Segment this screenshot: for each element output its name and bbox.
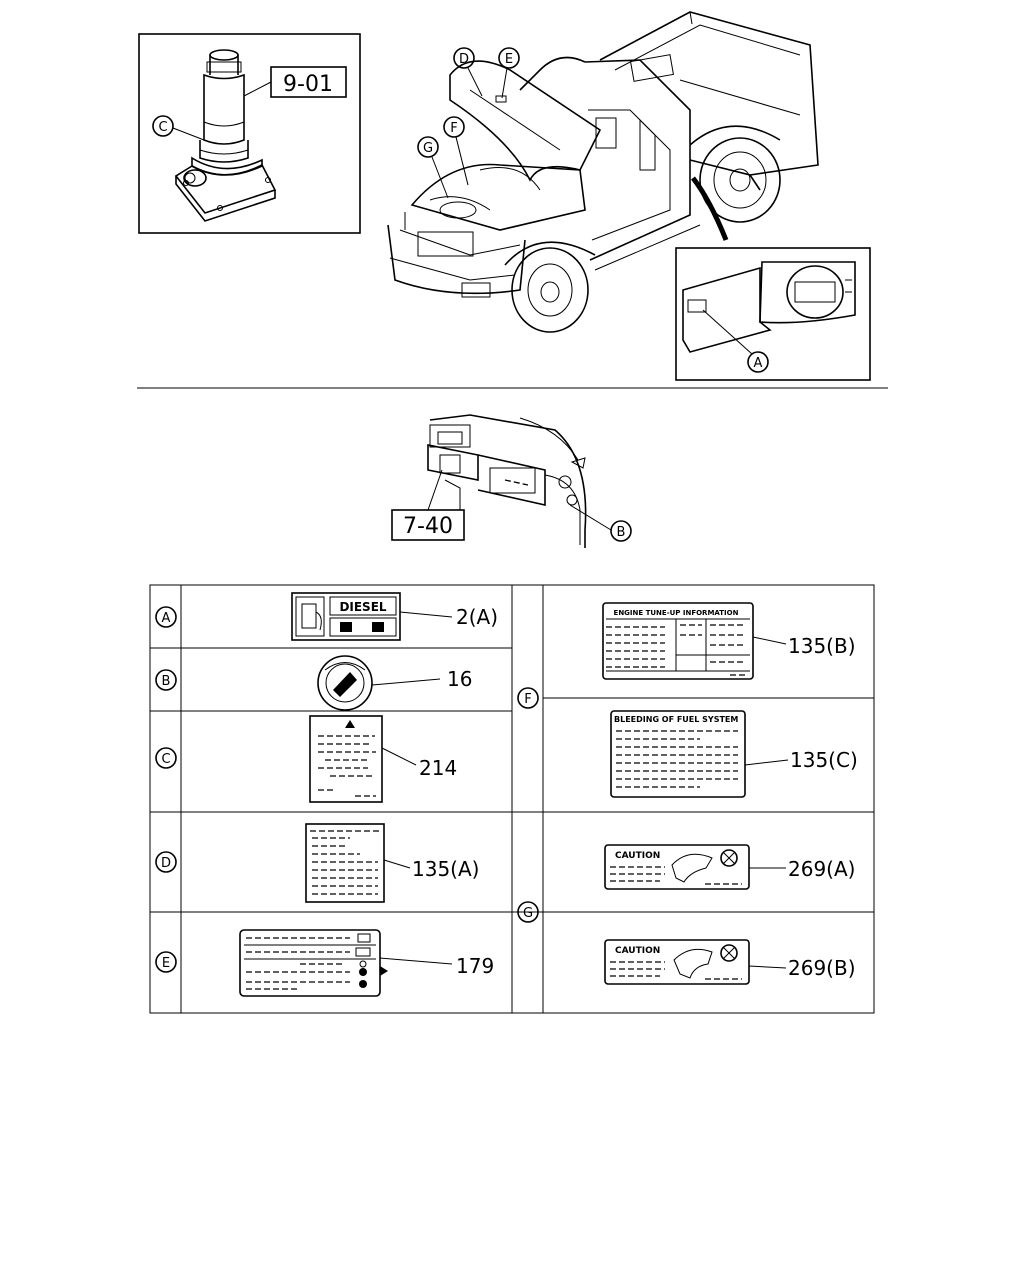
svg-text:A: A [162, 611, 171, 626]
part-135c: 135(C) [790, 748, 858, 772]
callout-c-marker [152, 115, 174, 137]
label-135a [305, 823, 385, 903]
dash-ref-label: 7-40 [403, 514, 453, 539]
callout-b-marker [610, 520, 632, 542]
label-269a: CAUTION [604, 844, 750, 890]
part-135a: 135(A) [412, 857, 479, 881]
row-letter-b: B [155, 669, 177, 691]
label-135b: ENGINE TUNE-UP INFORMATION [602, 602, 754, 680]
svg-text:B: B [162, 674, 171, 689]
callout-e-marker [498, 47, 520, 69]
row-letter-a: A [155, 606, 177, 628]
row-letter-e: E [155, 951, 177, 973]
label-179 [239, 929, 388, 997]
dashboard-illustration: 7-40 B [391, 414, 632, 548]
callout-e-label: E [505, 52, 513, 67]
callout-d-label: D [459, 52, 469, 67]
part-269a: 269(A) [788, 857, 855, 881]
svg-text:C: C [161, 752, 170, 767]
diesel-text: DIESEL [339, 600, 386, 614]
jack-illustration [174, 49, 277, 222]
callout-b-label: B [617, 525, 626, 540]
caution-a-title: CAUTION [615, 851, 660, 861]
label-135c: BLEEDING OF FUEL SYSTEM [610, 710, 746, 798]
callout-g-label: G [423, 141, 433, 156]
truck-illustration: D E F G [387, 11, 819, 333]
label-269b: CAUTION [604, 939, 750, 985]
part-179: 179 [456, 954, 494, 978]
svg-text:D: D [161, 856, 171, 871]
callout-a-marker [747, 351, 769, 373]
callout-d-marker [453, 47, 475, 69]
part-135b: 135(B) [788, 634, 856, 658]
callout-f-label: F [450, 121, 457, 136]
part-16: 16 [447, 667, 472, 691]
row-letter-c: C [155, 747, 177, 769]
callout-c-label: C [158, 120, 167, 135]
engine-tuneup-title: ENGINE TUNE-UP INFORMATION [614, 609, 739, 617]
fuel-door-inset: A [675, 247, 871, 381]
round-warning-label [317, 655, 373, 711]
label-214 [309, 715, 383, 803]
svg-text:G: G [523, 906, 533, 921]
caution-b-title: CAUTION [615, 946, 660, 956]
row-letter-g: G [517, 901, 539, 923]
svg-text:F: F [524, 692, 531, 707]
diesel-label-sticker: DIESEL [291, 592, 401, 641]
parts-table: A B C D E F G [149, 584, 875, 1014]
svg-text:E: E [162, 956, 170, 971]
jack-panel: 9-01 C [138, 33, 361, 234]
part-214: 214 [419, 756, 457, 780]
row-letter-f: F [517, 687, 539, 709]
part-2a: 2(A) [456, 605, 498, 629]
callout-a-label: A [754, 356, 763, 371]
bleeding-title: BLEEDING OF FUEL SYSTEM [614, 715, 738, 724]
callout-g-marker [417, 136, 439, 158]
row-letter-d: D [155, 851, 177, 873]
jack-ref-label: 9-01 [283, 72, 333, 97]
callout-f-marker [443, 116, 465, 138]
part-269b: 269(B) [788, 956, 856, 980]
